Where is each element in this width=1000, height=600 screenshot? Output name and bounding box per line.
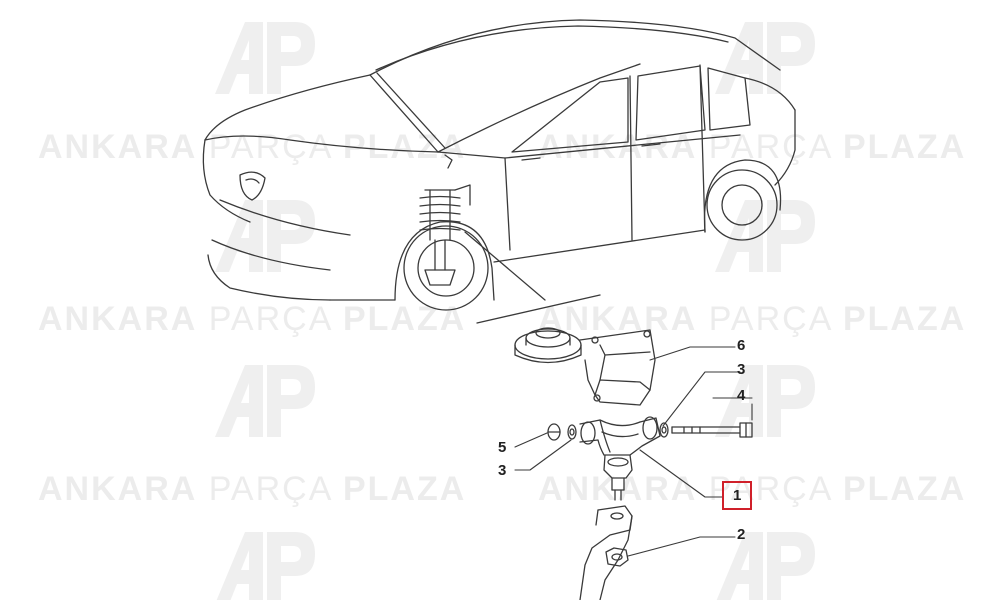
watermark-logo (216, 532, 315, 600)
callout-2: 2 (737, 526, 746, 543)
washer-right (659, 422, 669, 438)
leader-line-3-left (514, 439, 572, 471)
callout-1-highlighted: 1 (722, 481, 753, 510)
watermark-text: ANKARA PARÇA PLAZA (538, 128, 967, 166)
watermark-logo (715, 365, 815, 437)
watermark-text: ANKARA PARÇA PLAZA (38, 300, 467, 338)
leader-line-2 (627, 536, 736, 557)
watermark-logo (716, 532, 815, 600)
callout-5: 5 (498, 439, 507, 456)
nut-left (547, 423, 561, 441)
watermark-logo (715, 200, 815, 272)
zoom-leader-line (464, 231, 546, 301)
watermark-logo (215, 22, 315, 94)
leader-line-1 (639, 449, 723, 498)
car-outline (202, 19, 796, 311)
top-mount-bracket (514, 327, 656, 406)
washer-left (567, 424, 577, 440)
watermark-logo (215, 365, 315, 437)
watermark-text: ANKARA PARÇA PLAZA (38, 470, 467, 508)
watermark-logo (715, 22, 815, 94)
callout-6: 6 (737, 337, 746, 354)
upper-control-arm (579, 416, 661, 501)
leader-lines (514, 346, 753, 557)
bolt (671, 422, 753, 438)
watermark-text: ANKARA PARÇA PLAZA (38, 128, 467, 166)
callout-4: 4 (737, 387, 746, 404)
leader-line-5 (514, 432, 548, 448)
zoom-leader-line (476, 294, 601, 324)
watermark-text: ANKARA PARÇA PLAZA (538, 470, 967, 508)
nut-lower (605, 547, 629, 567)
callout-3-left: 3 (498, 462, 507, 479)
leader-line-6 (649, 346, 736, 361)
strut-in-car (419, 184, 471, 286)
callout-3-right: 3 (737, 361, 746, 378)
leader-line-3-right (662, 371, 741, 427)
